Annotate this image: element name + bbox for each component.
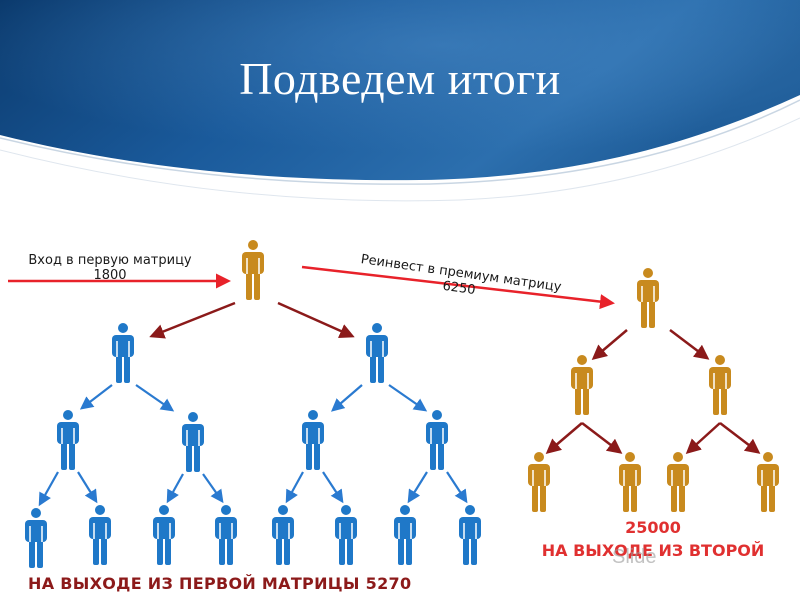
arrow-icon <box>285 471 304 504</box>
arrow-icon <box>581 422 623 454</box>
arrow-icon <box>166 473 184 504</box>
person-icon <box>394 505 416 565</box>
person-icon <box>459 505 481 565</box>
arrow-icon <box>685 422 721 455</box>
arrow-icon <box>79 384 113 410</box>
person-icon <box>709 355 731 415</box>
second-matrix-amount: 25000 <box>625 518 681 537</box>
person-icon <box>182 412 204 472</box>
entry-label: Вход в первую матрицу 1800 <box>10 253 210 283</box>
watermark: Slide <box>612 546 657 568</box>
arrow-icon <box>135 384 175 412</box>
person-icon <box>757 452 779 512</box>
entry-label-text: Вход в первую матрицу <box>28 253 192 268</box>
entry-label-amount: 1800 <box>93 268 127 283</box>
person-icon <box>528 452 550 512</box>
person-icon <box>637 268 659 328</box>
arrow-icon <box>77 471 98 504</box>
arrow-icon <box>331 384 363 412</box>
person-icon <box>57 410 79 470</box>
person-icon <box>335 505 357 565</box>
person-icon <box>112 323 134 383</box>
person-icon <box>366 323 388 383</box>
person-icon <box>426 410 448 470</box>
person-icon <box>272 505 294 565</box>
arrow-icon <box>149 301 236 339</box>
person-icon <box>619 452 641 512</box>
arrow-icon <box>591 329 628 360</box>
person-icon <box>25 508 47 568</box>
arrow-icon <box>407 471 428 504</box>
person-icon <box>667 452 689 512</box>
arrow-icon <box>446 471 468 504</box>
person-icon <box>89 505 111 565</box>
arrow-icon <box>719 422 761 454</box>
person-icon <box>242 240 264 300</box>
arrow-icon <box>545 422 583 454</box>
arrow-icon <box>388 384 428 412</box>
slide-title: Подведем итоги <box>239 53 561 104</box>
second-matrix-result: НА ВЫХОДЕ ИЗ ВТОРОЙ <box>541 541 765 560</box>
arrow-icon <box>277 301 355 338</box>
header-background <box>0 0 800 202</box>
person-icon <box>302 410 324 470</box>
arrow-icon <box>301 265 615 310</box>
person-icon <box>153 505 175 565</box>
first-matrix-result: НА ВЫХОДЕ ИЗ ПЕРВОЙ МАТРИЦЫ 5270 <box>28 574 412 593</box>
arrow-icon <box>202 473 224 504</box>
person-icon <box>571 355 593 415</box>
person-icon <box>215 505 237 565</box>
arrow-icon <box>669 329 710 360</box>
arrow-icon <box>322 471 344 504</box>
arrow-icon <box>38 471 59 507</box>
